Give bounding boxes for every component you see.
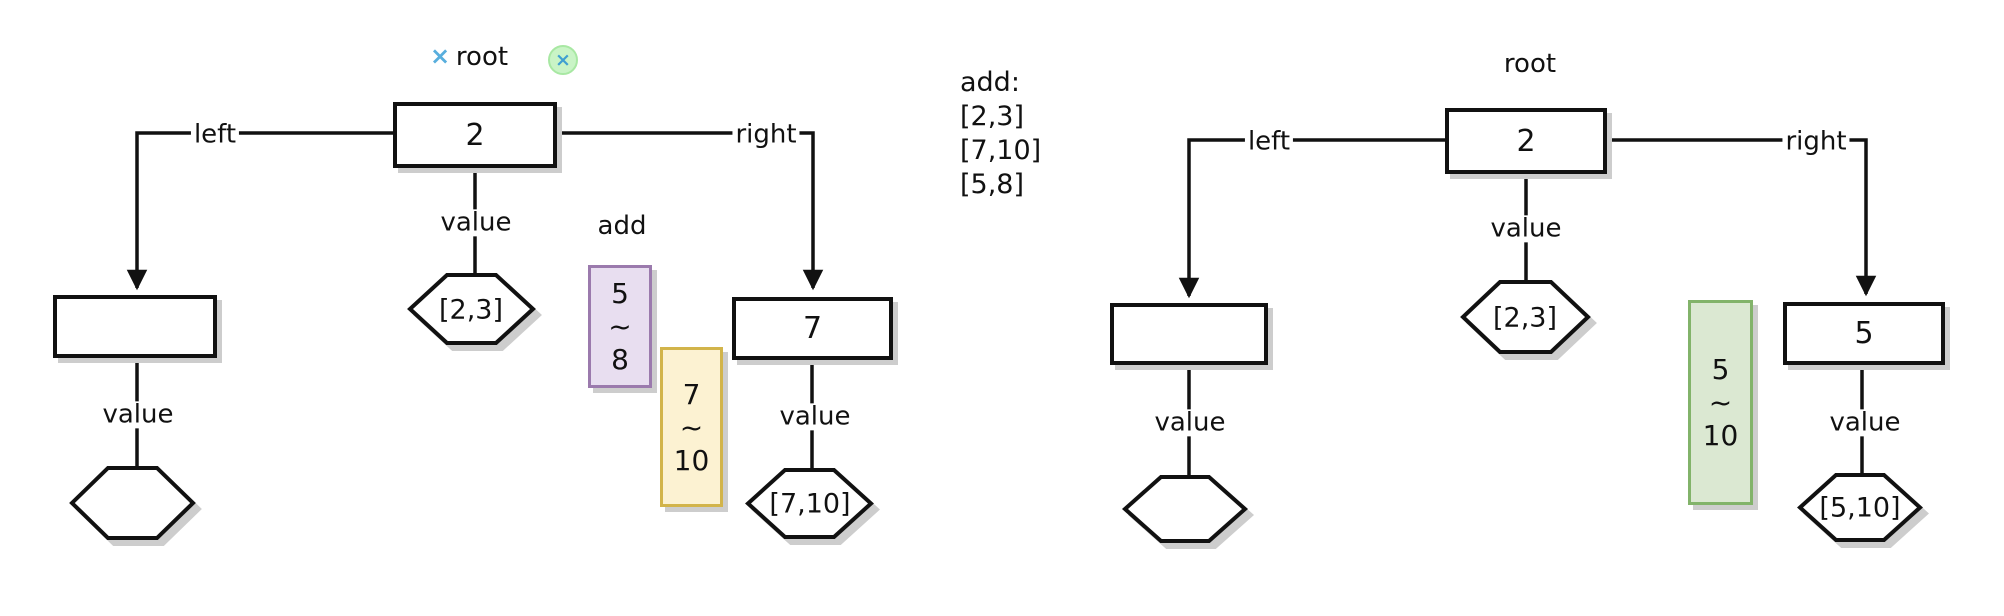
badge-x-icon: ×	[555, 48, 571, 71]
node-value: 2	[1516, 123, 1536, 159]
hexagon-root-interval-after[interactable]	[1460, 280, 1591, 354]
delete-x-icon[interactable]: ×	[429, 42, 451, 70]
add-list-title: add:	[960, 67, 1020, 98]
edge-right-before	[557, 131, 824, 291]
pending-interval-note-purple[interactable]: 5 ~ 8	[588, 265, 652, 388]
add-list: add: [2,3] [7,10] [5,8]	[960, 66, 1041, 202]
hexagon-leftchild-interval-before[interactable]	[69, 466, 196, 540]
edge-label-right: right	[732, 121, 800, 149]
root-pointer-label-before: root	[455, 42, 509, 72]
node-value: 7	[802, 311, 823, 346]
edge-label-value: value	[776, 403, 854, 431]
edge-label-right: right	[1782, 128, 1850, 156]
hexagon-root-interval-before[interactable]	[407, 273, 536, 345]
edge-label-left: left	[190, 121, 240, 149]
add-list-item: [5,8]	[960, 169, 1025, 200]
edge-label-value: value	[1151, 409, 1229, 437]
interval-text-rightchild-after: [5,10]	[1819, 492, 1901, 524]
edge-label-value: value	[1826, 409, 1904, 437]
edge-left-before	[126, 131, 393, 291]
node-box-rightchild-after[interactable]: 5	[1783, 302, 1945, 365]
edge-label-value: value	[99, 401, 177, 429]
hexagon-leftchild-interval-after[interactable]	[1121, 475, 1249, 543]
edge-label-value: value	[1487, 215, 1565, 243]
node-box-root-after[interactable]: 2	[1445, 108, 1607, 174]
node-value: 5	[1854, 316, 1874, 351]
hexagon-rightchild-interval-after[interactable]	[1797, 473, 1923, 542]
add-note-label: add	[597, 211, 647, 241]
node-box-rightchild-before[interactable]: 7	[732, 297, 893, 360]
node-box-root-before[interactable]: 2	[393, 102, 557, 168]
root-pointer-label-after: root	[1503, 49, 1557, 79]
interval-text-rightchild-before: [7,10]	[769, 488, 851, 520]
merged-interval-note-green[interactable]: 5 ~ 10	[1688, 300, 1753, 505]
add-list-item: [2,3]	[960, 101, 1025, 132]
node-box-leftchild-after[interactable]	[1110, 303, 1268, 365]
add-list-item: [7,10]	[960, 135, 1042, 166]
interval-text-root-before: [2,3]	[438, 294, 504, 326]
hexagon-shadows	[75, 279, 1929, 549]
edge-label-value: value	[437, 209, 515, 237]
edge-label-left: left	[1244, 128, 1294, 156]
interval-text-root-after: [2,3]	[1492, 302, 1558, 334]
edge-left-after	[1178, 138, 1445, 299]
delete-badge-button[interactable]: ×	[548, 45, 578, 75]
pending-interval-note-yellow[interactable]: 7 ~ 10	[660, 347, 723, 507]
hexagon-rightchild-interval-before[interactable]	[745, 468, 874, 539]
edge-right-after	[1607, 138, 1877, 297]
node-box-leftchild-before[interactable]	[53, 295, 217, 358]
node-value: 2	[465, 117, 485, 153]
